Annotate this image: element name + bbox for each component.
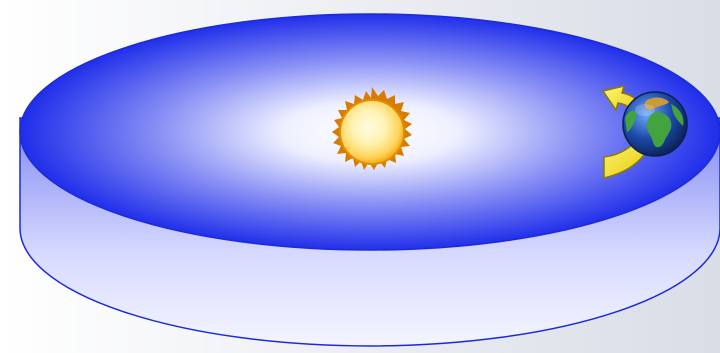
earth-highlight — [635, 104, 655, 116]
earth-globe-icon — [623, 92, 687, 156]
sun-disc — [340, 100, 404, 164]
